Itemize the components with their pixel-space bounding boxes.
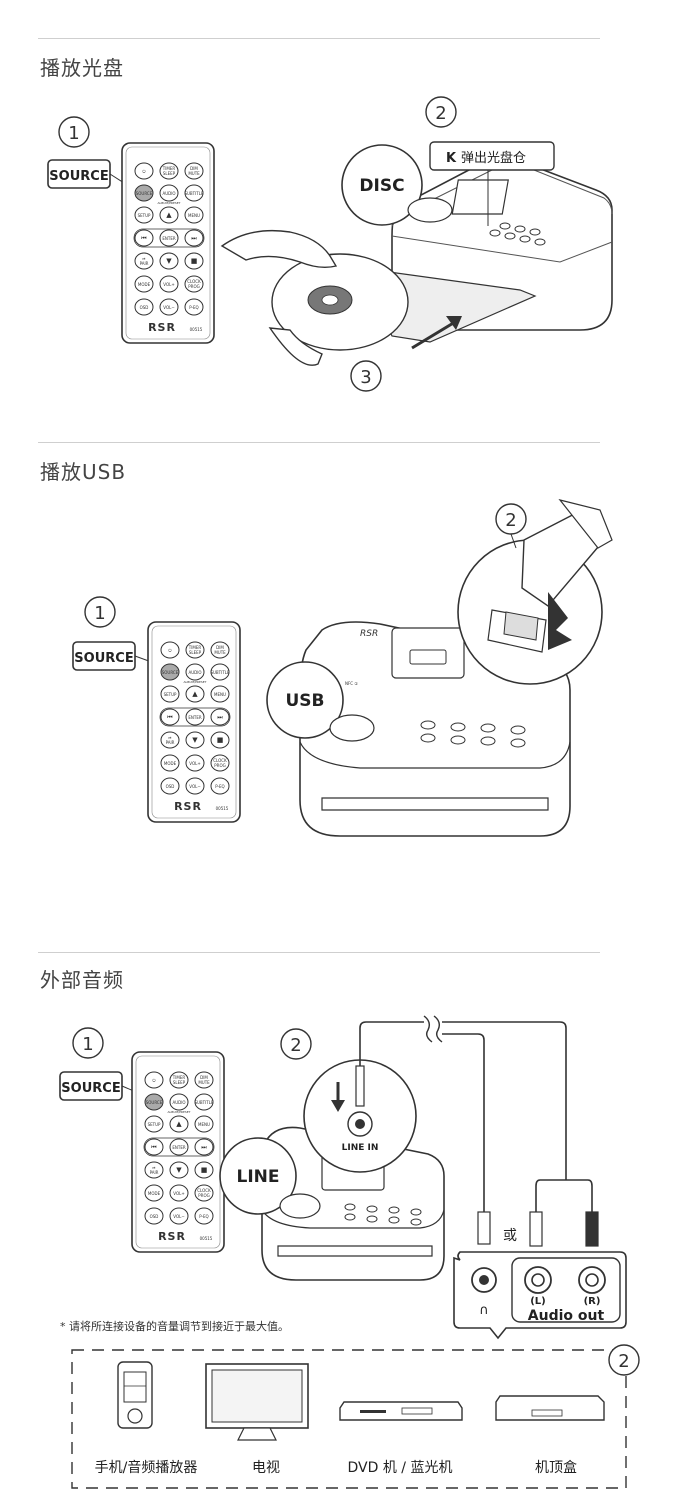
- source-label: SOURCE: [61, 1081, 120, 1096]
- step-number: 2: [618, 1351, 629, 1372]
- rca-plug-right: [585, 1211, 599, 1247]
- device-label: 机顶盒: [535, 1459, 577, 1476]
- volume-note: * 请将所连接设备的音量调节到接近于最大值。: [60, 1319, 289, 1333]
- step-number: 2: [290, 1035, 301, 1056]
- step-number: 1: [82, 1034, 93, 1055]
- hand-illustration: [220, 229, 338, 269]
- section-title-aux: 外部音频: [40, 968, 124, 992]
- step-number: 1: [94, 603, 105, 624]
- step-number: 1: [68, 123, 79, 144]
- cable-break-icon: [423, 1015, 433, 1043]
- step-badge: [84, 596, 116, 628]
- step-badge: [58, 116, 90, 148]
- or-label: 或: [503, 1228, 517, 1244]
- right-label: (R): [584, 1296, 601, 1307]
- device-label: DVD 机 / 蓝光机: [348, 1460, 453, 1476]
- rca-plug-left: [529, 1211, 543, 1247]
- device-label: 手机/音频播放器: [95, 1459, 198, 1476]
- step-badge: [280, 1028, 312, 1060]
- hand-illustration: [268, 327, 323, 366]
- usb-label: USB: [285, 691, 324, 711]
- disc-section: 1 SOURCE 3: [47, 96, 613, 392]
- set-top-box-icon: [495, 1395, 605, 1421]
- step-badge: [608, 1344, 640, 1376]
- line-in-label: LINE IN: [342, 1143, 379, 1153]
- disc-label: DISC: [359, 176, 404, 196]
- eject-callout: [429, 141, 555, 171]
- section-divider: [38, 442, 600, 443]
- section-title-disc: 播放光盘: [40, 56, 124, 80]
- tv-icon: [205, 1363, 309, 1441]
- audio-out-label: Audio out: [528, 1308, 605, 1324]
- arrow-icon: [411, 320, 456, 350]
- source-label: SOURCE: [74, 651, 133, 666]
- device-label: 电视: [252, 1460, 280, 1476]
- step-number: 2: [505, 510, 516, 531]
- eject-text: 弹出光盘仓: [461, 150, 526, 166]
- arrow-icon: [331, 1100, 345, 1112]
- step-badge: [350, 360, 382, 392]
- source-devices-box: [71, 1349, 627, 1489]
- section-divider: [38, 38, 600, 39]
- section-divider: [38, 952, 600, 953]
- remote-control: [131, 1051, 225, 1253]
- step-badge: [425, 96, 457, 128]
- headphone-plug: [477, 1211, 491, 1245]
- dvd-player-icon: [339, 1401, 463, 1421]
- aux-section: 1 SOURCE LINE 2 LINE IN: [59, 1015, 640, 1489]
- line-label: LINE: [237, 1167, 280, 1187]
- left-label: (L): [530, 1296, 546, 1307]
- remote-control: [121, 142, 215, 344]
- step-number: 3: [360, 367, 371, 388]
- step-number: 2: [435, 103, 446, 124]
- section-title-usb: 播放USB: [40, 460, 127, 484]
- usb-button-callout: [266, 661, 344, 739]
- line-button-callout: [219, 1137, 297, 1215]
- source-label: SOURCE: [49, 169, 108, 184]
- arrow-icon: [548, 592, 572, 650]
- headphone-icon: ∩: [479, 1303, 489, 1318]
- device-brand: RSR: [360, 629, 378, 639]
- usb-section: 1 SOURCE RSR NFC ① USB: [72, 498, 613, 837]
- disc-button-callout: [341, 144, 423, 226]
- nfc-label: NFC ①: [345, 681, 358, 686]
- remote-control: [147, 621, 241, 823]
- step-badge: [72, 1027, 104, 1059]
- media-player-icon: [117, 1361, 153, 1429]
- eject-key: K: [446, 151, 457, 166]
